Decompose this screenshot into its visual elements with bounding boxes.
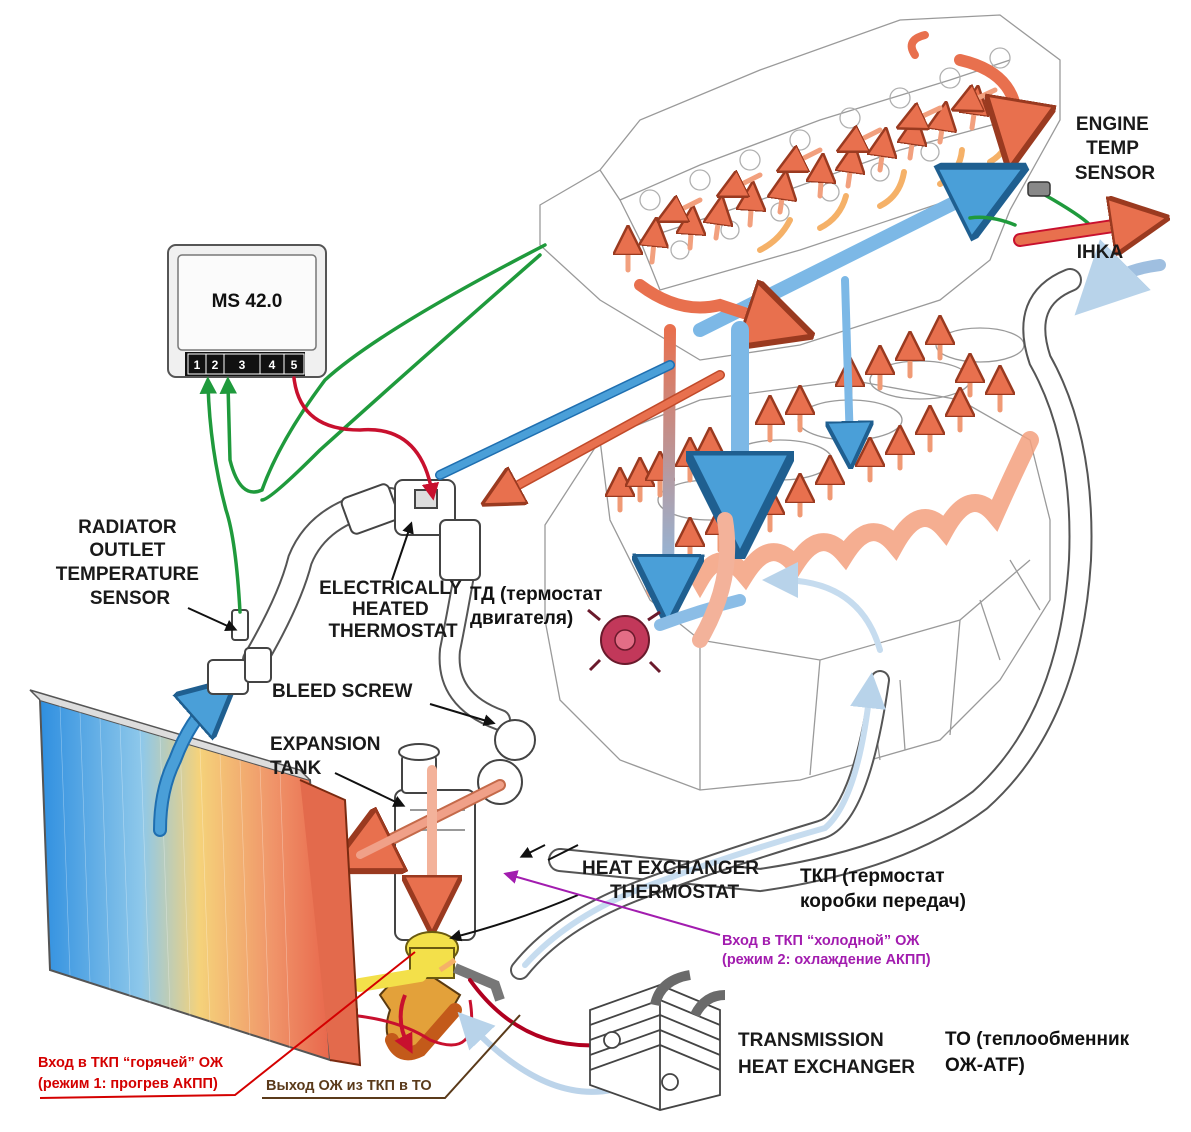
- td-label: ТД (термостат двигателя): [470, 584, 608, 629]
- transmission-heat-exchanger-label: TRANSMISSION HEAT EXCHANGER: [738, 1030, 915, 1078]
- ecu-pin-3: 3: [239, 358, 246, 372]
- ecu-title: MS 42.0: [212, 291, 283, 312]
- outlet-pointer: [262, 1014, 521, 1099]
- wires: [199, 193, 1092, 614]
- cold-inlet-pointer: [503, 870, 721, 936]
- ecu-pin-block: 1 2 3 4 5: [185, 352, 305, 376]
- transmission-heat-exchanger: [589, 970, 726, 1111]
- hot-inlet-pointer: [39, 951, 416, 1099]
- russian-labels: ТД (термостат двигателя) ТКП (термостат …: [38, 584, 1134, 1094]
- ecu-pin-1: 1: [194, 358, 201, 372]
- radiator: [29, 690, 362, 1067]
- ecu-pin-5: 5: [291, 358, 298, 372]
- leader-lines: [187, 521, 579, 942]
- annotation-arrows: [39, 870, 721, 1099]
- outlet-to-to-annotation: Выход ОЖ из ТКП в ТО: [266, 1078, 432, 1094]
- expansion-flow: [360, 765, 506, 905]
- cold-inlet-annotation: Вход в ТКП “холодной” ОЖ (режим 2: охлаж…: [722, 933, 931, 968]
- engine-temp-sensor: [1027, 181, 1051, 197]
- electrically-heated-thermostat-label: ELECTRICALLY HEATED THERMOSTAT: [319, 578, 467, 642]
- to-label: ТО (теплообменник ОЖ-ATF): [945, 1029, 1134, 1076]
- english-labels: ENGINE TEMP SENSOR IHKA RADIATOR OUTLET …: [56, 114, 1156, 1078]
- tkp-label: ТКП (термостат коробки передач): [800, 866, 966, 912]
- radiator-outlet-sensor-label: RADIATOR OUTLET TEMPERATURE SENSOR: [56, 517, 205, 609]
- thermostat-flow: [435, 360, 725, 495]
- ecu-pin-4: 4: [269, 358, 276, 372]
- ihka-label: IHKA: [1077, 242, 1124, 263]
- ecu-pin-2: 2: [212, 358, 219, 372]
- block-flow-arrows: [620, 276, 1039, 648]
- heat-exchanger-thermostat-label: HEAT EXCHANGER THERMOSTAT: [582, 858, 764, 903]
- head-flow-arrows: [628, 31, 1016, 330]
- engine-temp-sensor-label: ENGINE TEMP SENSOR: [1075, 114, 1156, 184]
- ecu-module: MS 42.0 1 2 3 4 5: [167, 244, 327, 378]
- hot-inlet-annotation: Вход в ТКП “горячей” ОЖ (режим 1: прогре…: [38, 1055, 227, 1092]
- ihka-pipes: [1013, 222, 1160, 316]
- water-pump: [587, 608, 662, 674]
- heat-exchanger-thermostat-unit: [353, 931, 505, 1061]
- bleed-screw-label: BLEED SCREW: [272, 681, 412, 702]
- expansion-tank-label: EXPANSION TANK: [270, 734, 386, 779]
